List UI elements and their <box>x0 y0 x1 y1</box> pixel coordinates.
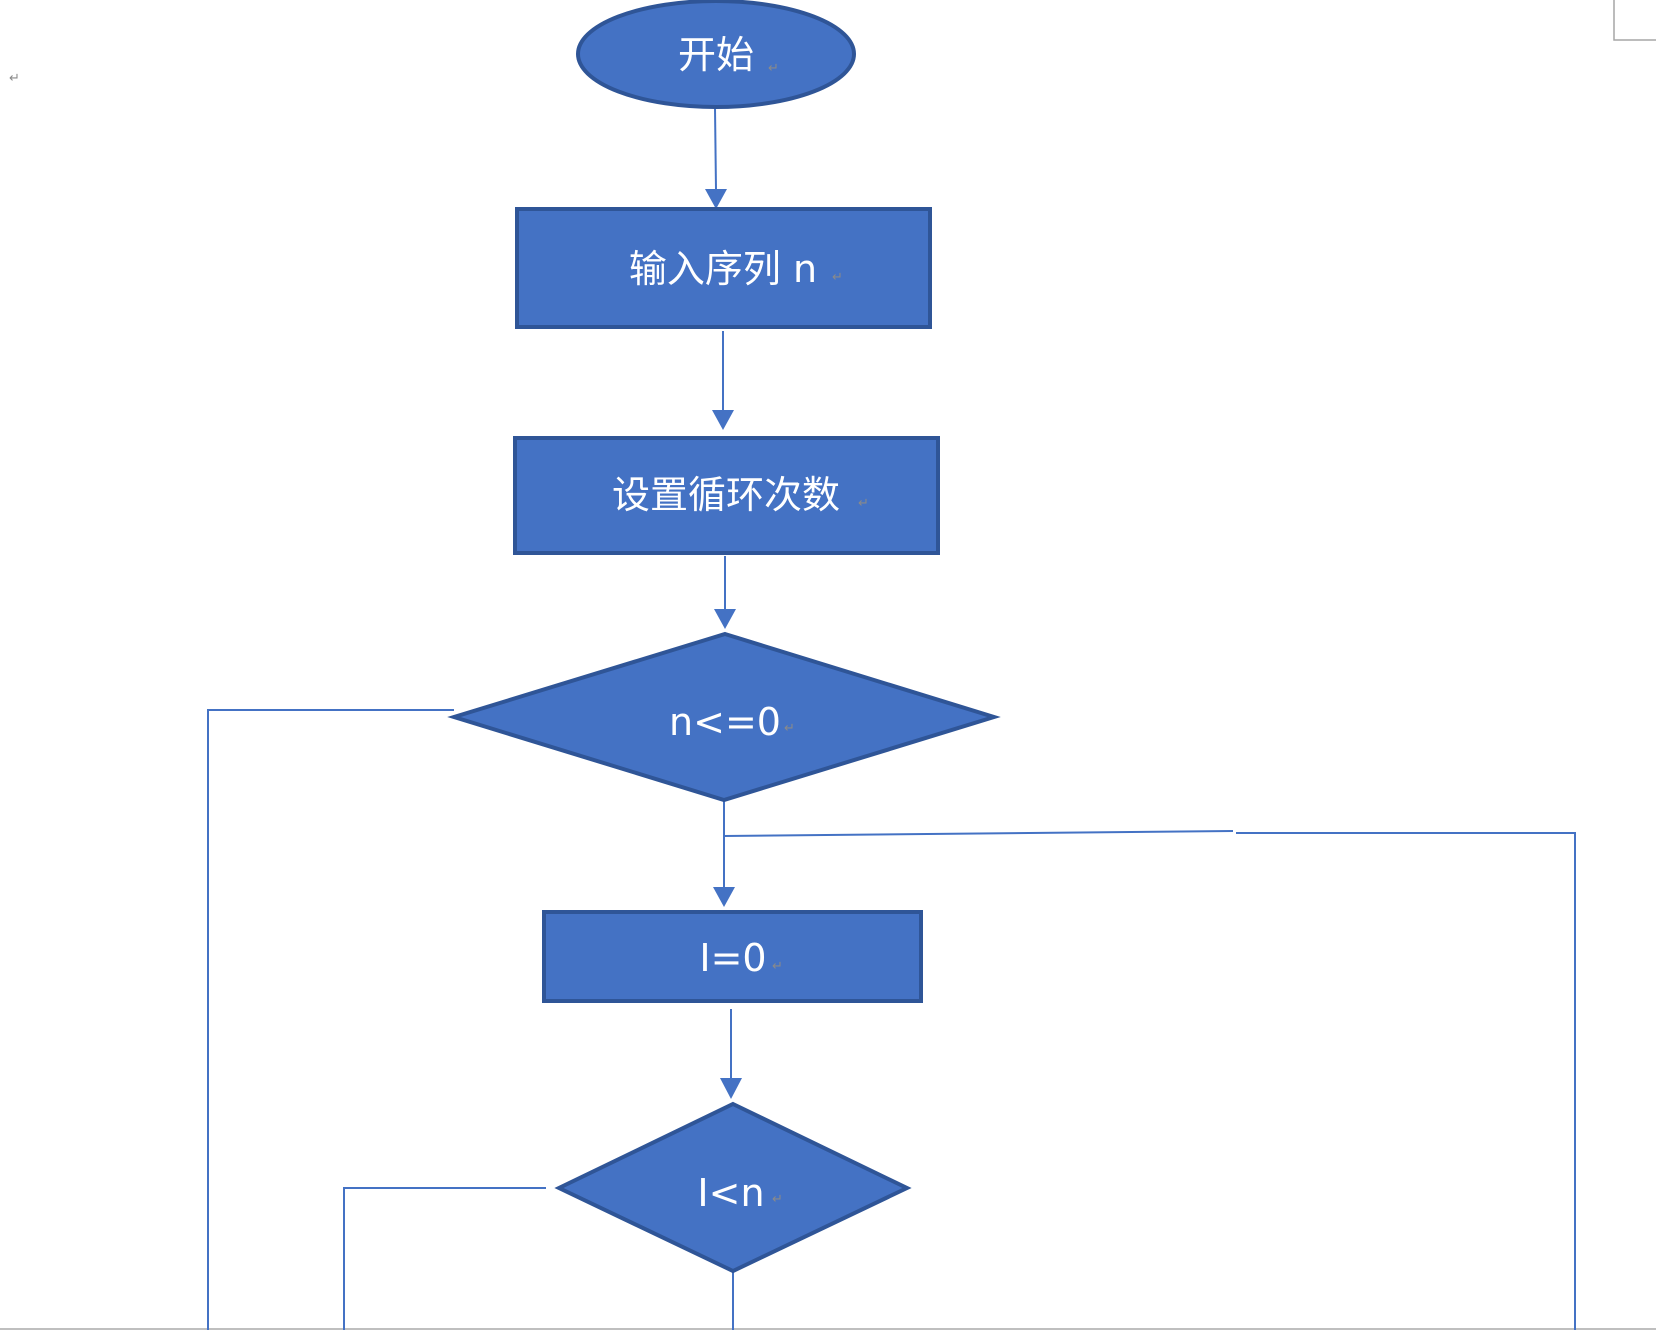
node-set-loop[interactable]: 设置循环次数 ↵ <box>513 436 940 555</box>
connectors <box>207 107 1576 1330</box>
paragraph-mark: ↵ <box>772 1192 783 1207</box>
process-shape <box>515 207 932 329</box>
connector-checkn-left <box>207 709 454 1330</box>
arrowhead-icon <box>712 410 734 430</box>
connector-start-input <box>714 107 717 191</box>
node-start[interactable]: 开始 ↵ <box>576 0 856 109</box>
page-margin-mark <box>1613 0 1656 41</box>
decision-shape <box>447 631 1001 803</box>
connector-loopback-right <box>1236 832 1576 1330</box>
paragraph-mark: ↵ <box>832 270 843 285</box>
node-set-loop-label: 设置循环次数 <box>612 473 840 517</box>
paragraph-mark: ↵ <box>858 496 869 511</box>
process-shape <box>542 910 923 1003</box>
arrowhead-icon <box>705 189 727 209</box>
node-init-i[interactable]: I=0 ↵ <box>542 910 923 1003</box>
arrowhead-icon <box>714 609 736 629</box>
paragraph-mark: ↵ <box>772 959 783 974</box>
connector-loopback-slant <box>723 830 1234 837</box>
node-input-label: 输入序列 n <box>629 247 817 291</box>
node-start-label: 开始 <box>678 33 754 77</box>
process-shape <box>513 436 940 555</box>
node-check-i[interactable]: I<n ↵ <box>554 1101 912 1274</box>
node-check-i-label: I<n <box>697 1171 764 1215</box>
arrowhead-icon <box>713 887 735 907</box>
node-init-i-label: I=0 <box>699 936 766 980</box>
connector-checki-left <box>343 1187 546 1330</box>
arrowhead-icon <box>720 1078 742 1099</box>
node-check-n[interactable]: n<=0 ↵ <box>447 631 1001 803</box>
decision-shape <box>554 1101 912 1274</box>
paragraph-mark: ↵ <box>9 71 20 86</box>
paragraph-mark: ↵ <box>768 61 779 76</box>
paragraph-mark: ↵ <box>784 721 795 736</box>
node-input[interactable]: 输入序列 n ↵ <box>515 207 932 329</box>
terminator-shape <box>576 0 856 109</box>
node-check-n-label: n<=0 <box>669 700 781 744</box>
